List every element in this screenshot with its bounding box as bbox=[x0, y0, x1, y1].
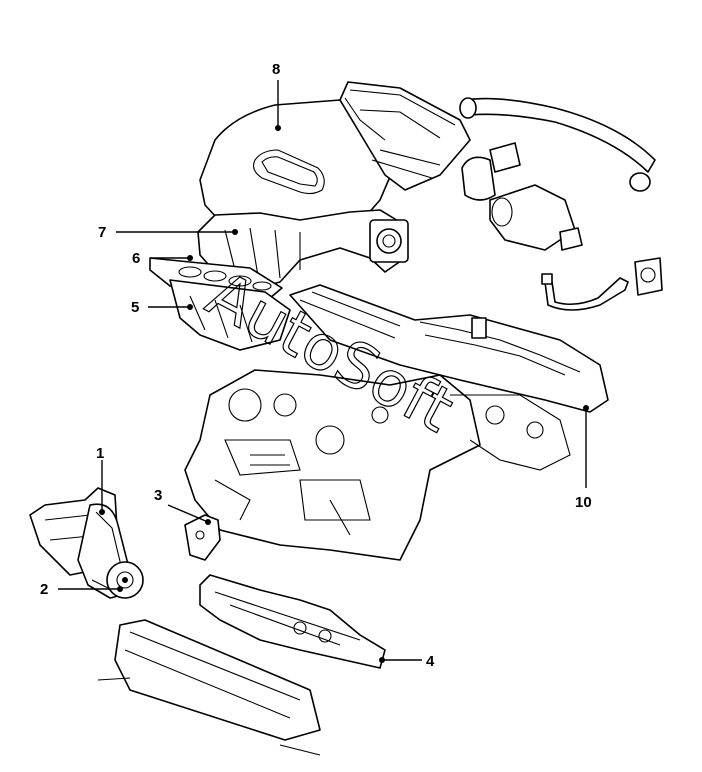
callout-10: 10 bbox=[575, 494, 592, 511]
leader-3 bbox=[167, 504, 209, 523]
callout-1: 1 bbox=[96, 445, 104, 462]
callout-6: 6 bbox=[132, 250, 140, 267]
leader-lines bbox=[58, 80, 589, 663]
part-4-oil-pump bbox=[199, 574, 386, 669]
part-2-sprocket bbox=[106, 561, 144, 599]
callout-4: 4 bbox=[426, 653, 435, 670]
air-pump-assembly bbox=[459, 97, 663, 311]
engine-block bbox=[184, 369, 571, 561]
callout-7: 7 bbox=[98, 224, 106, 241]
part-10-plenum bbox=[289, 284, 609, 413]
oil-pan bbox=[97, 619, 321, 756]
callout-2: 2 bbox=[40, 581, 48, 598]
callout-labels: 8 7 6 5 10 1 2 3 4 bbox=[40, 61, 592, 670]
callout-5: 5 bbox=[131, 299, 139, 316]
callout-3: 3 bbox=[154, 487, 162, 504]
callout-8: 8 bbox=[272, 61, 280, 78]
part-5-lower-manifold bbox=[169, 279, 291, 351]
part-3-bracket bbox=[184, 514, 221, 561]
